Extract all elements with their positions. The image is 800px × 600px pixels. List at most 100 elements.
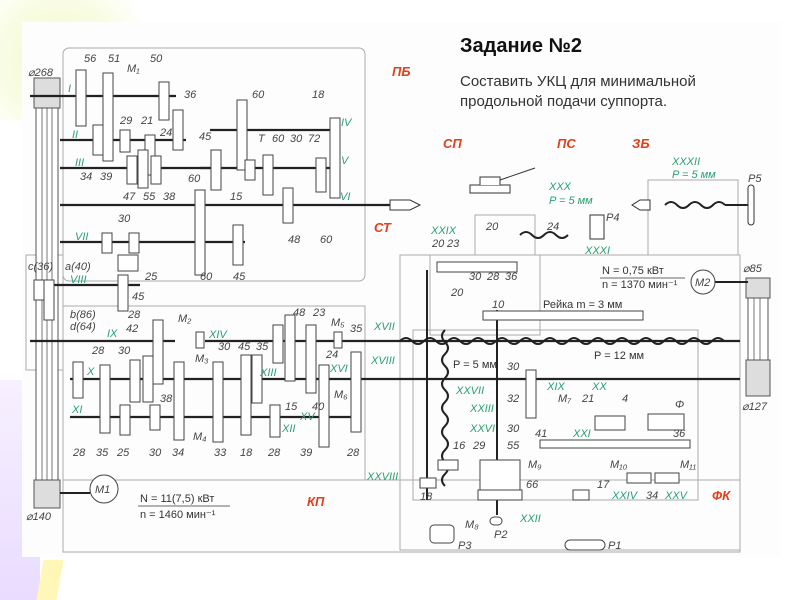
guitar-c: c(36) bbox=[28, 261, 53, 273]
shaft-label-XXVIII: XXVIII bbox=[366, 471, 398, 483]
gear-label-10: 10 bbox=[492, 299, 505, 311]
gear-18-XXVIII bbox=[419, 477, 437, 489]
motor-M1 bbox=[89, 474, 119, 504]
unit-PB: ПБ bbox=[392, 64, 411, 79]
gear-label-30-a: 30 bbox=[469, 271, 482, 283]
motor-M1-label: M1 bbox=[95, 484, 110, 496]
gear-60-VI bbox=[194, 189, 206, 276]
shaft-label-V: V bbox=[341, 155, 350, 167]
gear-29 bbox=[119, 129, 131, 153]
clutch-M5: M₅ bbox=[331, 317, 345, 329]
pulley-268-label: ⌀268 bbox=[28, 67, 54, 79]
gear-55 bbox=[479, 459, 521, 491]
gear-48-top bbox=[284, 314, 296, 382]
tailstock-screw bbox=[664, 201, 726, 209]
gear-label-60-V: 60 bbox=[272, 133, 285, 145]
spindle-center bbox=[389, 199, 422, 211]
gear-25-XI bbox=[119, 404, 131, 436]
tailstock-center bbox=[631, 199, 651, 211]
gear-34-XXIV bbox=[626, 472, 652, 484]
gear-label-36-b: 36 bbox=[673, 428, 686, 440]
pulley-140-label: ⌀140 bbox=[26, 511, 52, 523]
gear-label-24-a: 24 bbox=[546, 221, 559, 233]
gear-30-X bbox=[129, 359, 141, 403]
gear-label-18-bottom: 18 bbox=[240, 447, 253, 459]
gear-17 bbox=[572, 489, 590, 501]
gear-label-29: 29 bbox=[472, 440, 485, 452]
gear-55 bbox=[137, 149, 149, 189]
cross-slide-screw bbox=[519, 231, 569, 239]
shaft-label-XII: XII bbox=[281, 423, 295, 435]
gear-label-28-IX: 28 bbox=[127, 309, 141, 321]
gear-label-15-kp: 15 bbox=[285, 401, 298, 413]
gear-28-top bbox=[272, 324, 284, 364]
lead-screw bbox=[399, 337, 725, 345]
handle-P3[interactable] bbox=[429, 524, 455, 544]
gear-label-38-kp: 38 bbox=[160, 393, 173, 405]
gear-xiv bbox=[195, 331, 205, 349]
handle-P5-label: P5 bbox=[748, 173, 762, 185]
tail-screw-pitch: P = 5 мм bbox=[672, 169, 716, 181]
toolpost-base bbox=[474, 214, 536, 256]
handle-P4[interactable] bbox=[589, 214, 605, 240]
gear-label-28-XV: 28 bbox=[346, 447, 360, 459]
pulley-85-label: ⌀85 bbox=[743, 263, 763, 275]
gear-label-38: 38 bbox=[163, 191, 176, 203]
gear-60-V bbox=[262, 154, 274, 196]
gear-28-XII bbox=[269, 404, 281, 438]
gear-28-X bbox=[72, 361, 84, 399]
gear-label-28-bottom: 28 bbox=[72, 447, 86, 459]
gear-label-50: 50 bbox=[150, 53, 163, 65]
gear-label-17: 17 bbox=[597, 479, 610, 491]
handle-P2-label: P2 bbox=[494, 529, 507, 541]
shaft-label-XXXII: XXXII bbox=[671, 156, 700, 168]
gear-34-XI bbox=[173, 361, 185, 441]
gear-label-30-c: 30 bbox=[507, 361, 520, 373]
shaft-label-X: X bbox=[86, 366, 95, 378]
handle-P5[interactable] bbox=[747, 184, 755, 226]
gear-34 bbox=[92, 124, 104, 156]
gear-30-VII-a bbox=[101, 232, 113, 254]
gear-label-20-c: 20 bbox=[485, 221, 499, 233]
gear-15 bbox=[244, 159, 256, 181]
gear-label-34-bottom: 34 bbox=[172, 447, 184, 459]
unit-ST: СТ bbox=[374, 220, 392, 235]
gear-label-28-X: 28 bbox=[91, 345, 105, 357]
gear-label-30-X: 30 bbox=[118, 345, 131, 357]
gear-label-20-b: 20 bbox=[450, 287, 464, 299]
gear-label-24: 24 bbox=[159, 127, 172, 139]
handle-P2[interactable] bbox=[489, 516, 503, 526]
gear-48 bbox=[282, 187, 294, 224]
shaft-label-I: I bbox=[68, 83, 71, 95]
gear-label-45-VII: 45 bbox=[233, 271, 246, 283]
gear-label-T: T bbox=[258, 133, 266, 145]
gear-18 bbox=[329, 117, 341, 199]
gear-label-36: 36 bbox=[184, 89, 197, 101]
handle-P1[interactable] bbox=[564, 539, 606, 551]
gear-label-30-XIII: 30 bbox=[218, 341, 231, 353]
shaft-label-III: III bbox=[75, 157, 84, 169]
shaft-label-XVI: XVI bbox=[329, 363, 348, 375]
toolpost bbox=[469, 167, 536, 194]
gear-label-16: 16 bbox=[453, 440, 466, 452]
clutch-M8: M₈ bbox=[465, 519, 479, 531]
gear-51 bbox=[102, 72, 114, 162]
gear-30-XIX bbox=[525, 369, 537, 419]
gear-16 bbox=[437, 459, 459, 471]
unit-ZB: ЗБ bbox=[632, 136, 650, 151]
lead-screw-pitch: P = 12 мм bbox=[594, 350, 644, 362]
shaft-label-XXX: XXX bbox=[548, 181, 572, 193]
shaft-label-XXIX: XXIX bbox=[430, 225, 457, 237]
gear-label-23-a: 23 bbox=[446, 238, 460, 250]
gear-label-18-a: 18 bbox=[420, 491, 433, 503]
gear-label-4: 4 bbox=[622, 393, 628, 405]
task-line-2: продольной подачи суппорта. bbox=[460, 93, 668, 110]
clutch-M4: M₄ bbox=[193, 431, 207, 443]
frame-bottom bbox=[62, 479, 741, 553]
shaft-label-XVII: XVII bbox=[373, 321, 395, 333]
gear-label-15: 15 bbox=[230, 191, 243, 203]
unit-SP: СП bbox=[443, 136, 462, 151]
shaft-label-XXVI: XXVI bbox=[469, 423, 495, 435]
gear-36 bbox=[172, 109, 184, 151]
